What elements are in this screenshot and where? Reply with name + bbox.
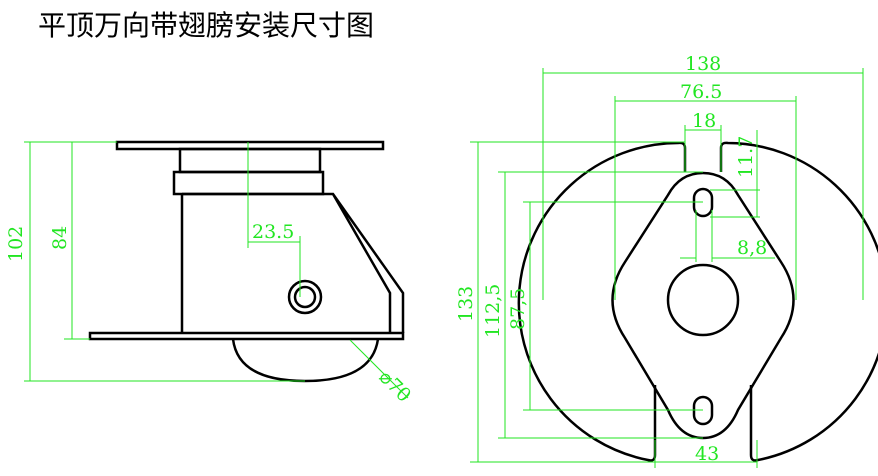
center-hole (666, 263, 740, 337)
axle-inner (293, 285, 317, 309)
wheel (231, 338, 380, 383)
dim-102: 102 (5, 226, 27, 262)
front-view: 138 76.5 18 11.7 8,8 133 112,5 87,5 43 (455, 53, 878, 468)
fork-body (180, 192, 405, 333)
dim-84: 84 (49, 226, 71, 250)
dim-8-8: 8,8 (737, 237, 767, 259)
dim-23-5: 23.5 (252, 221, 294, 243)
outer-wheel-profile (517, 141, 878, 462)
dim-11-7: 11.7 (735, 136, 757, 178)
stem (178, 147, 322, 174)
dim-138: 138 (685, 53, 721, 75)
axle-outer (287, 279, 323, 315)
dim-43: 43 (695, 443, 719, 465)
drawing-title: 平顶万向带翅膀安装尺寸图 (38, 9, 375, 42)
dim-87-5: 87,5 (507, 288, 529, 330)
side-view: 102 84 23.5 ⌀70 (5, 140, 415, 407)
bottom-plate (88, 331, 405, 341)
dim-wheel-diameter: ⌀70 (374, 366, 415, 407)
dim-133: 133 (455, 286, 477, 322)
dim-18: 18 (692, 110, 716, 132)
dim-76-5: 76.5 (680, 81, 722, 103)
dim-112-5: 112,5 (482, 284, 504, 338)
